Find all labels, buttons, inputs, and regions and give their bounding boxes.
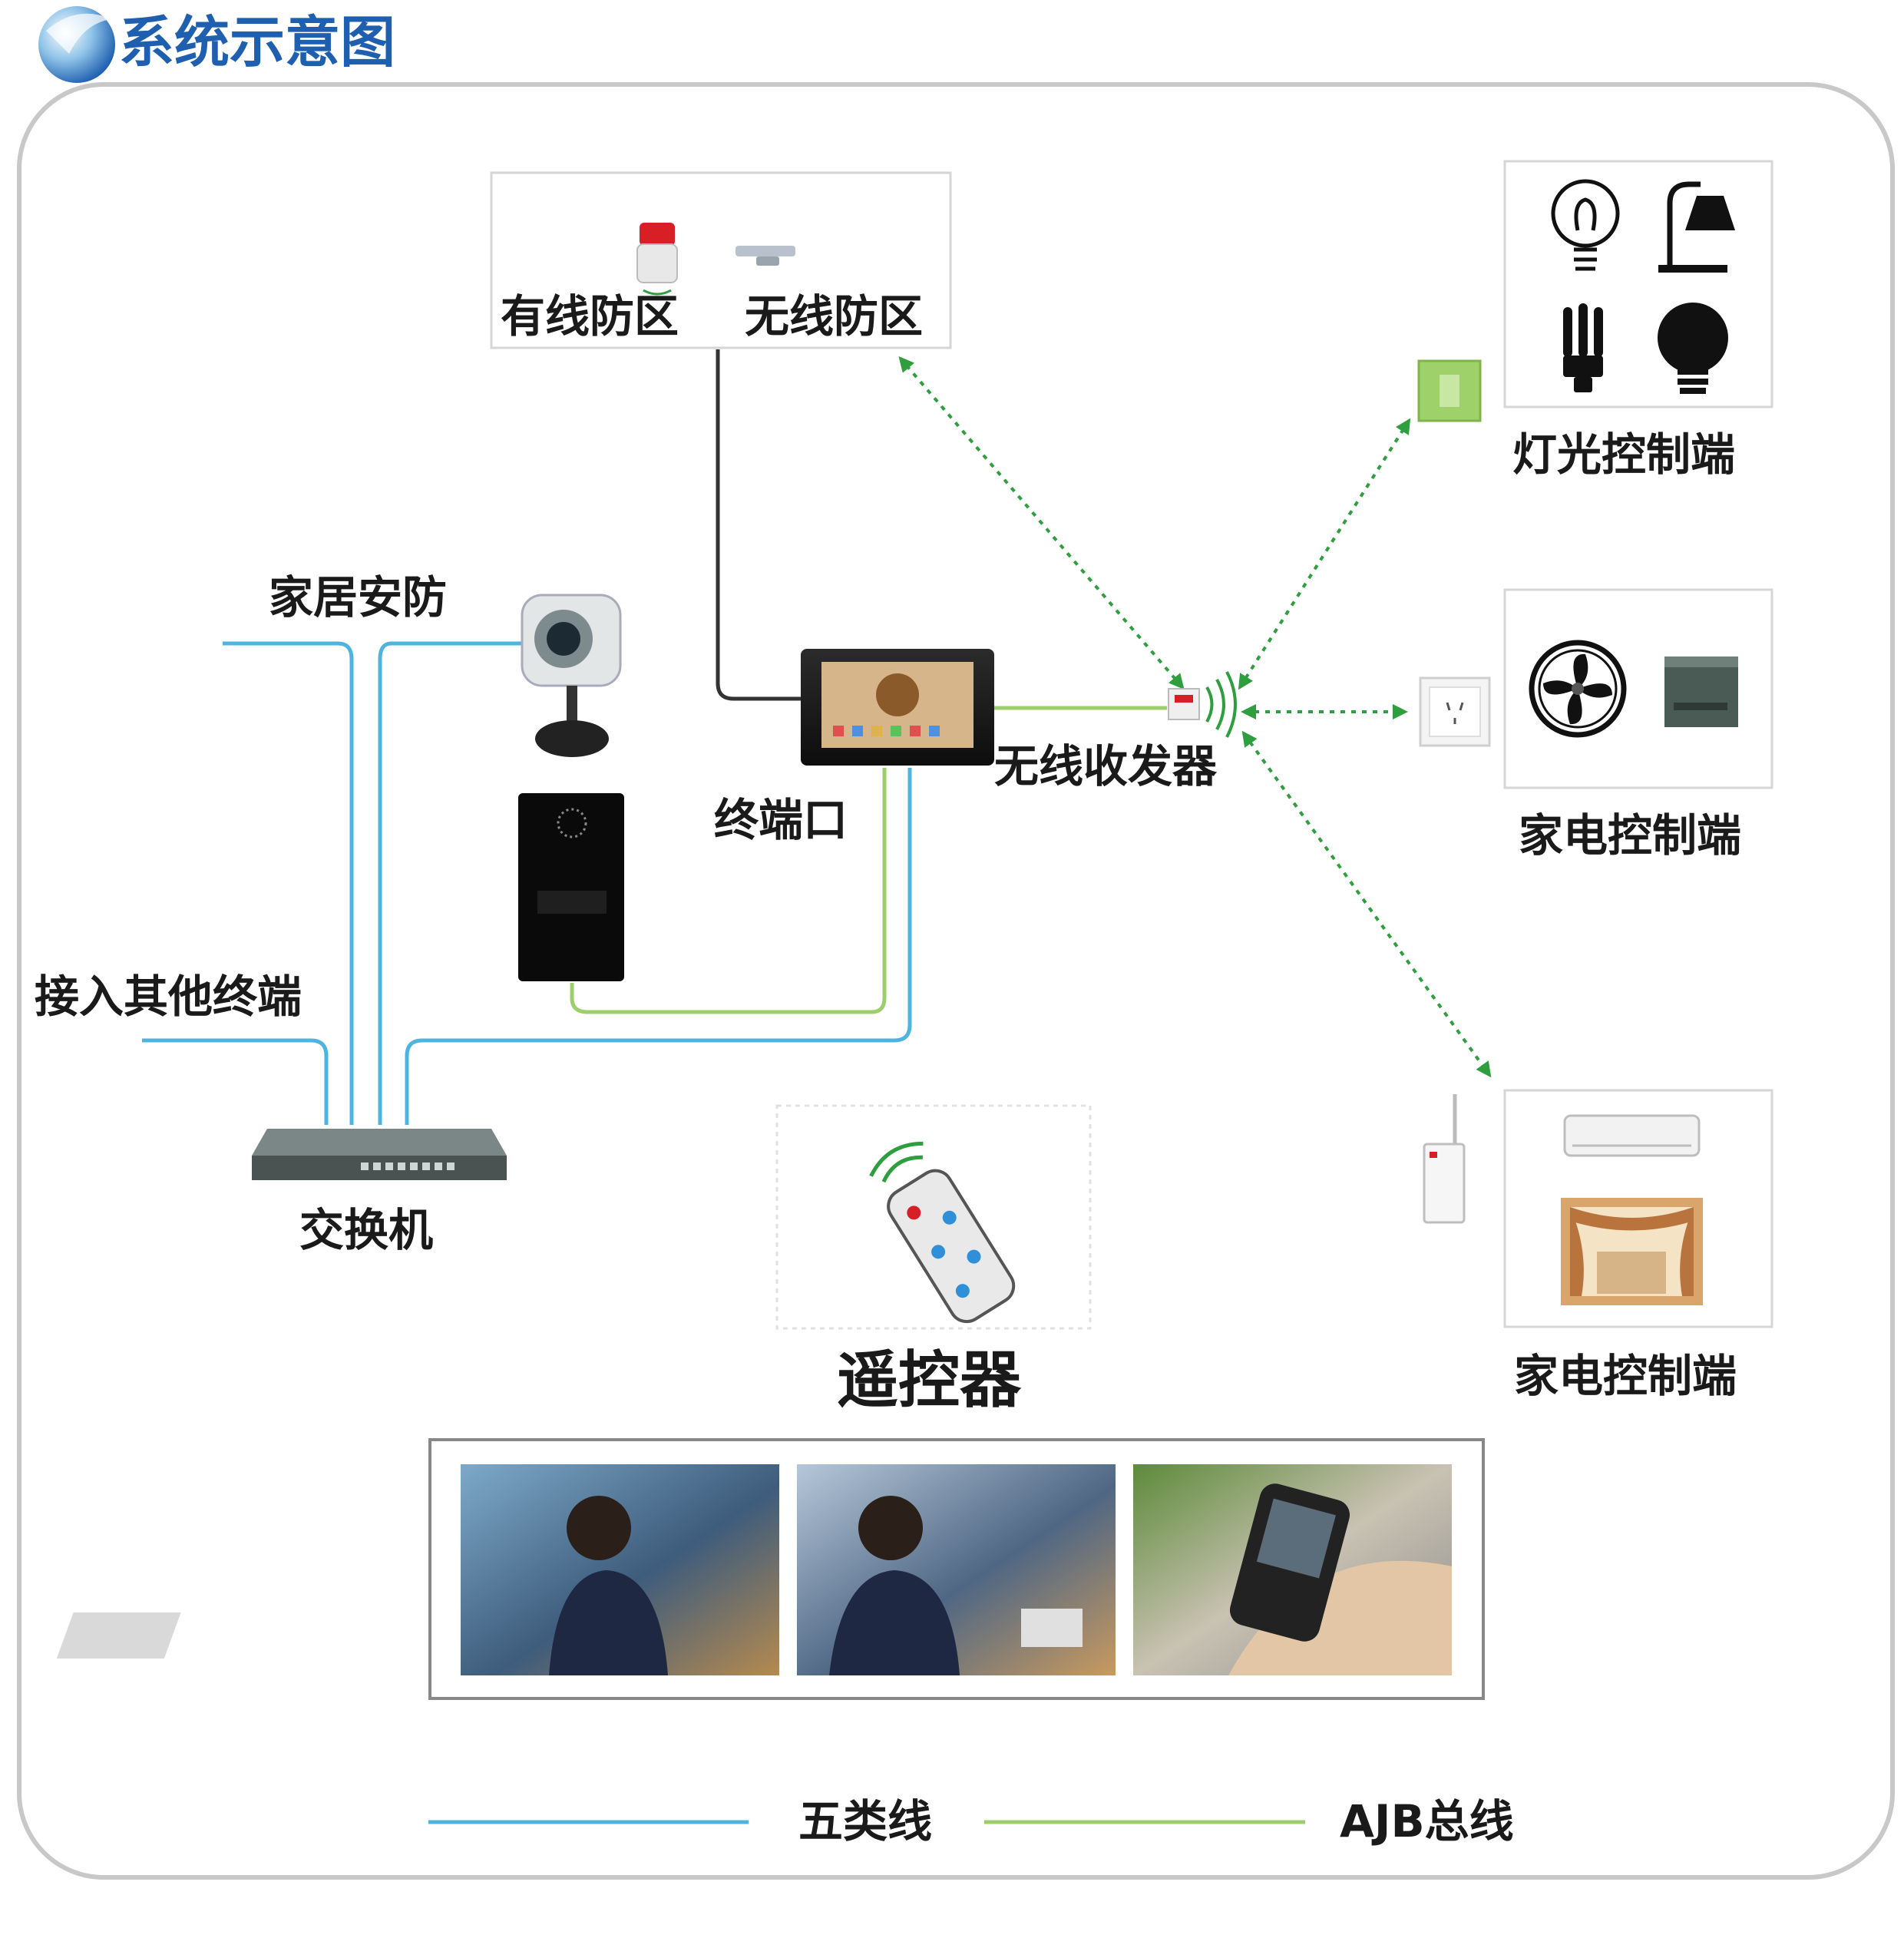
door-station-icon xyxy=(518,793,624,981)
wired-zone-cable xyxy=(716,349,802,701)
home-security-label: 家居安防 xyxy=(269,571,447,623)
wired-zone-label: 有线防区 xyxy=(501,290,679,342)
remote-label: 遥控器 xyxy=(837,1344,1022,1416)
other-terminals-label: 接入其他终端 xyxy=(35,971,302,1023)
air-conditioner-icon xyxy=(1563,1114,1701,1157)
zone-box: 有线防区 无线防区 xyxy=(490,171,952,349)
outer-frame xyxy=(17,82,1895,1880)
photo-strip xyxy=(56,1438,1485,1700)
socket-icon xyxy=(1419,676,1491,747)
fan-icon xyxy=(1529,640,1627,738)
legend-cat5-label: 五类线 xyxy=(798,1795,932,1847)
photo-laptop-user xyxy=(56,1464,779,1675)
title-logo xyxy=(38,6,115,83)
wireless-transceiver-label: 无线收发器 xyxy=(994,740,1218,792)
legend-ajb-label: AJB总线 xyxy=(1340,1795,1514,1847)
appliance-box-icon xyxy=(1664,656,1738,727)
remote-box xyxy=(775,1104,1092,1330)
siren-icon xyxy=(636,223,678,296)
photo-mobile-phone xyxy=(1133,1464,1452,1675)
page-title: 系统示意图 xyxy=(119,10,395,74)
filled-bulb-icon xyxy=(1658,303,1728,394)
curtain-icon xyxy=(1561,1198,1703,1305)
wireless-zone-label: 无线防区 xyxy=(745,290,923,342)
terminal-panel xyxy=(801,649,994,766)
bulb-icon xyxy=(1551,179,1620,271)
appliance-box-2 xyxy=(1503,1089,1773,1328)
switch-label: 交换机 xyxy=(299,1204,433,1256)
wireless-sensor-icon xyxy=(735,246,795,266)
cfl-bulb-icon xyxy=(1563,303,1603,392)
lighting-box xyxy=(1503,160,1773,408)
ip-camera-icon xyxy=(521,594,622,757)
lighting-control-label: 灯光控制端 xyxy=(1512,428,1735,481)
appliance-control-label-2: 家电控制端 xyxy=(1514,1350,1737,1402)
wireless-transceiver-icon xyxy=(1168,671,1237,738)
appliance-box-1 xyxy=(1503,588,1773,789)
remote-icon xyxy=(869,1141,1016,1324)
appliance-control-label-1: 家电控制端 xyxy=(1519,809,1741,862)
photo-phone-user xyxy=(797,1464,1116,1675)
switch-icon xyxy=(252,1129,507,1180)
ajb-lines xyxy=(570,706,1167,1014)
legend: 五类线 AJB总线 xyxy=(428,1795,1514,1847)
cat5-lines xyxy=(142,641,912,1125)
terminal-port-label: 终端口 xyxy=(714,794,848,846)
light-switch-icon xyxy=(1417,359,1482,422)
wireless-module-icon xyxy=(1423,1094,1466,1224)
wireless-links xyxy=(898,356,1492,1078)
desk-lamp-icon xyxy=(1658,181,1735,273)
